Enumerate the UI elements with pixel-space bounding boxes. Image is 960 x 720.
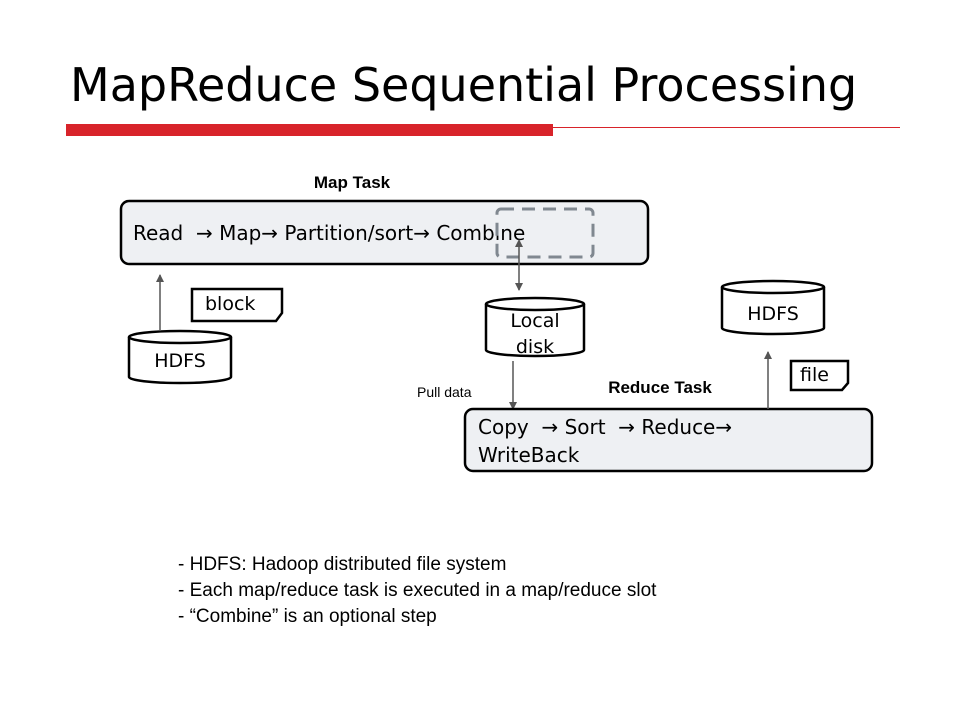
hdfs-input-label: HDFS [154,350,206,372]
reduce-task-box: Copy → Sort → Reduce→ WriteBack [463,407,874,473]
reduce-task-steps-line1: Copy → Sort → Reduce→ [478,415,732,439]
local-disk-cylinder: Local disk [484,296,586,358]
map-task-label: Map Task [314,173,391,192]
notes-list: - HDFS: Hadoop distributed file system -… [178,552,656,630]
reduce-task-steps-line2: WriteBack [478,443,580,467]
note-item: - “Combine” is an optional step [178,606,437,627]
combine-dashed-highlight [495,207,595,259]
title-underline-accent [66,124,553,136]
title-underline-thin [553,127,900,128]
hdfs-input-cylinder: HDFS [127,329,233,385]
reduce-task-label: Reduce Task [608,378,712,397]
page-title: MapReduce Sequential Processing [70,58,858,112]
local-disk-label-line2: disk [516,336,554,358]
hdfs-output-label: HDFS [747,303,799,325]
note-item: - HDFS: Hadoop distributed file system [178,554,507,575]
note-item: - Each map/reduce task is executed in a … [178,580,657,601]
hdfs-output-cylinder: HDFS [720,279,826,336]
pull-data-label: Pull data [417,384,472,400]
local-disk-label-line1: Local [510,310,559,332]
block-note-label: block [205,293,255,315]
map-task-steps: Read → Map→ Partition/sort→ Combine [133,221,525,245]
file-note: file [789,359,850,392]
file-note-label: file [800,364,829,386]
block-note: block [190,287,284,323]
